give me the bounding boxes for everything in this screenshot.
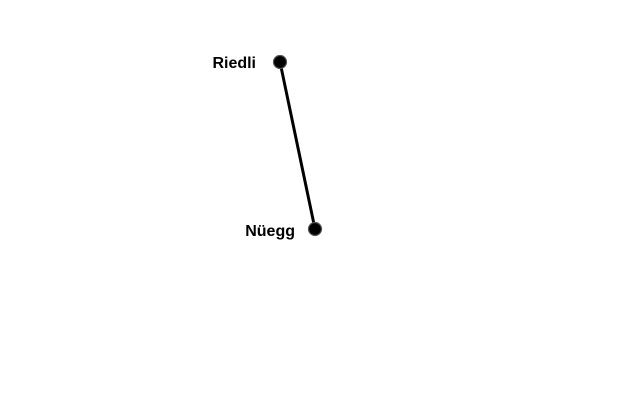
node-nuegg: Nüegg — [245, 221, 323, 240]
node-riedli-marker — [272, 54, 288, 70]
node-nuegg-marker — [307, 221, 323, 237]
edge-riedli-nuegg — [278, 60, 317, 231]
node-nuegg-label: Nüegg — [245, 223, 295, 240]
node-riedli-label: Riedli — [212, 55, 256, 72]
node-riedli: Riedli — [212, 54, 288, 72]
